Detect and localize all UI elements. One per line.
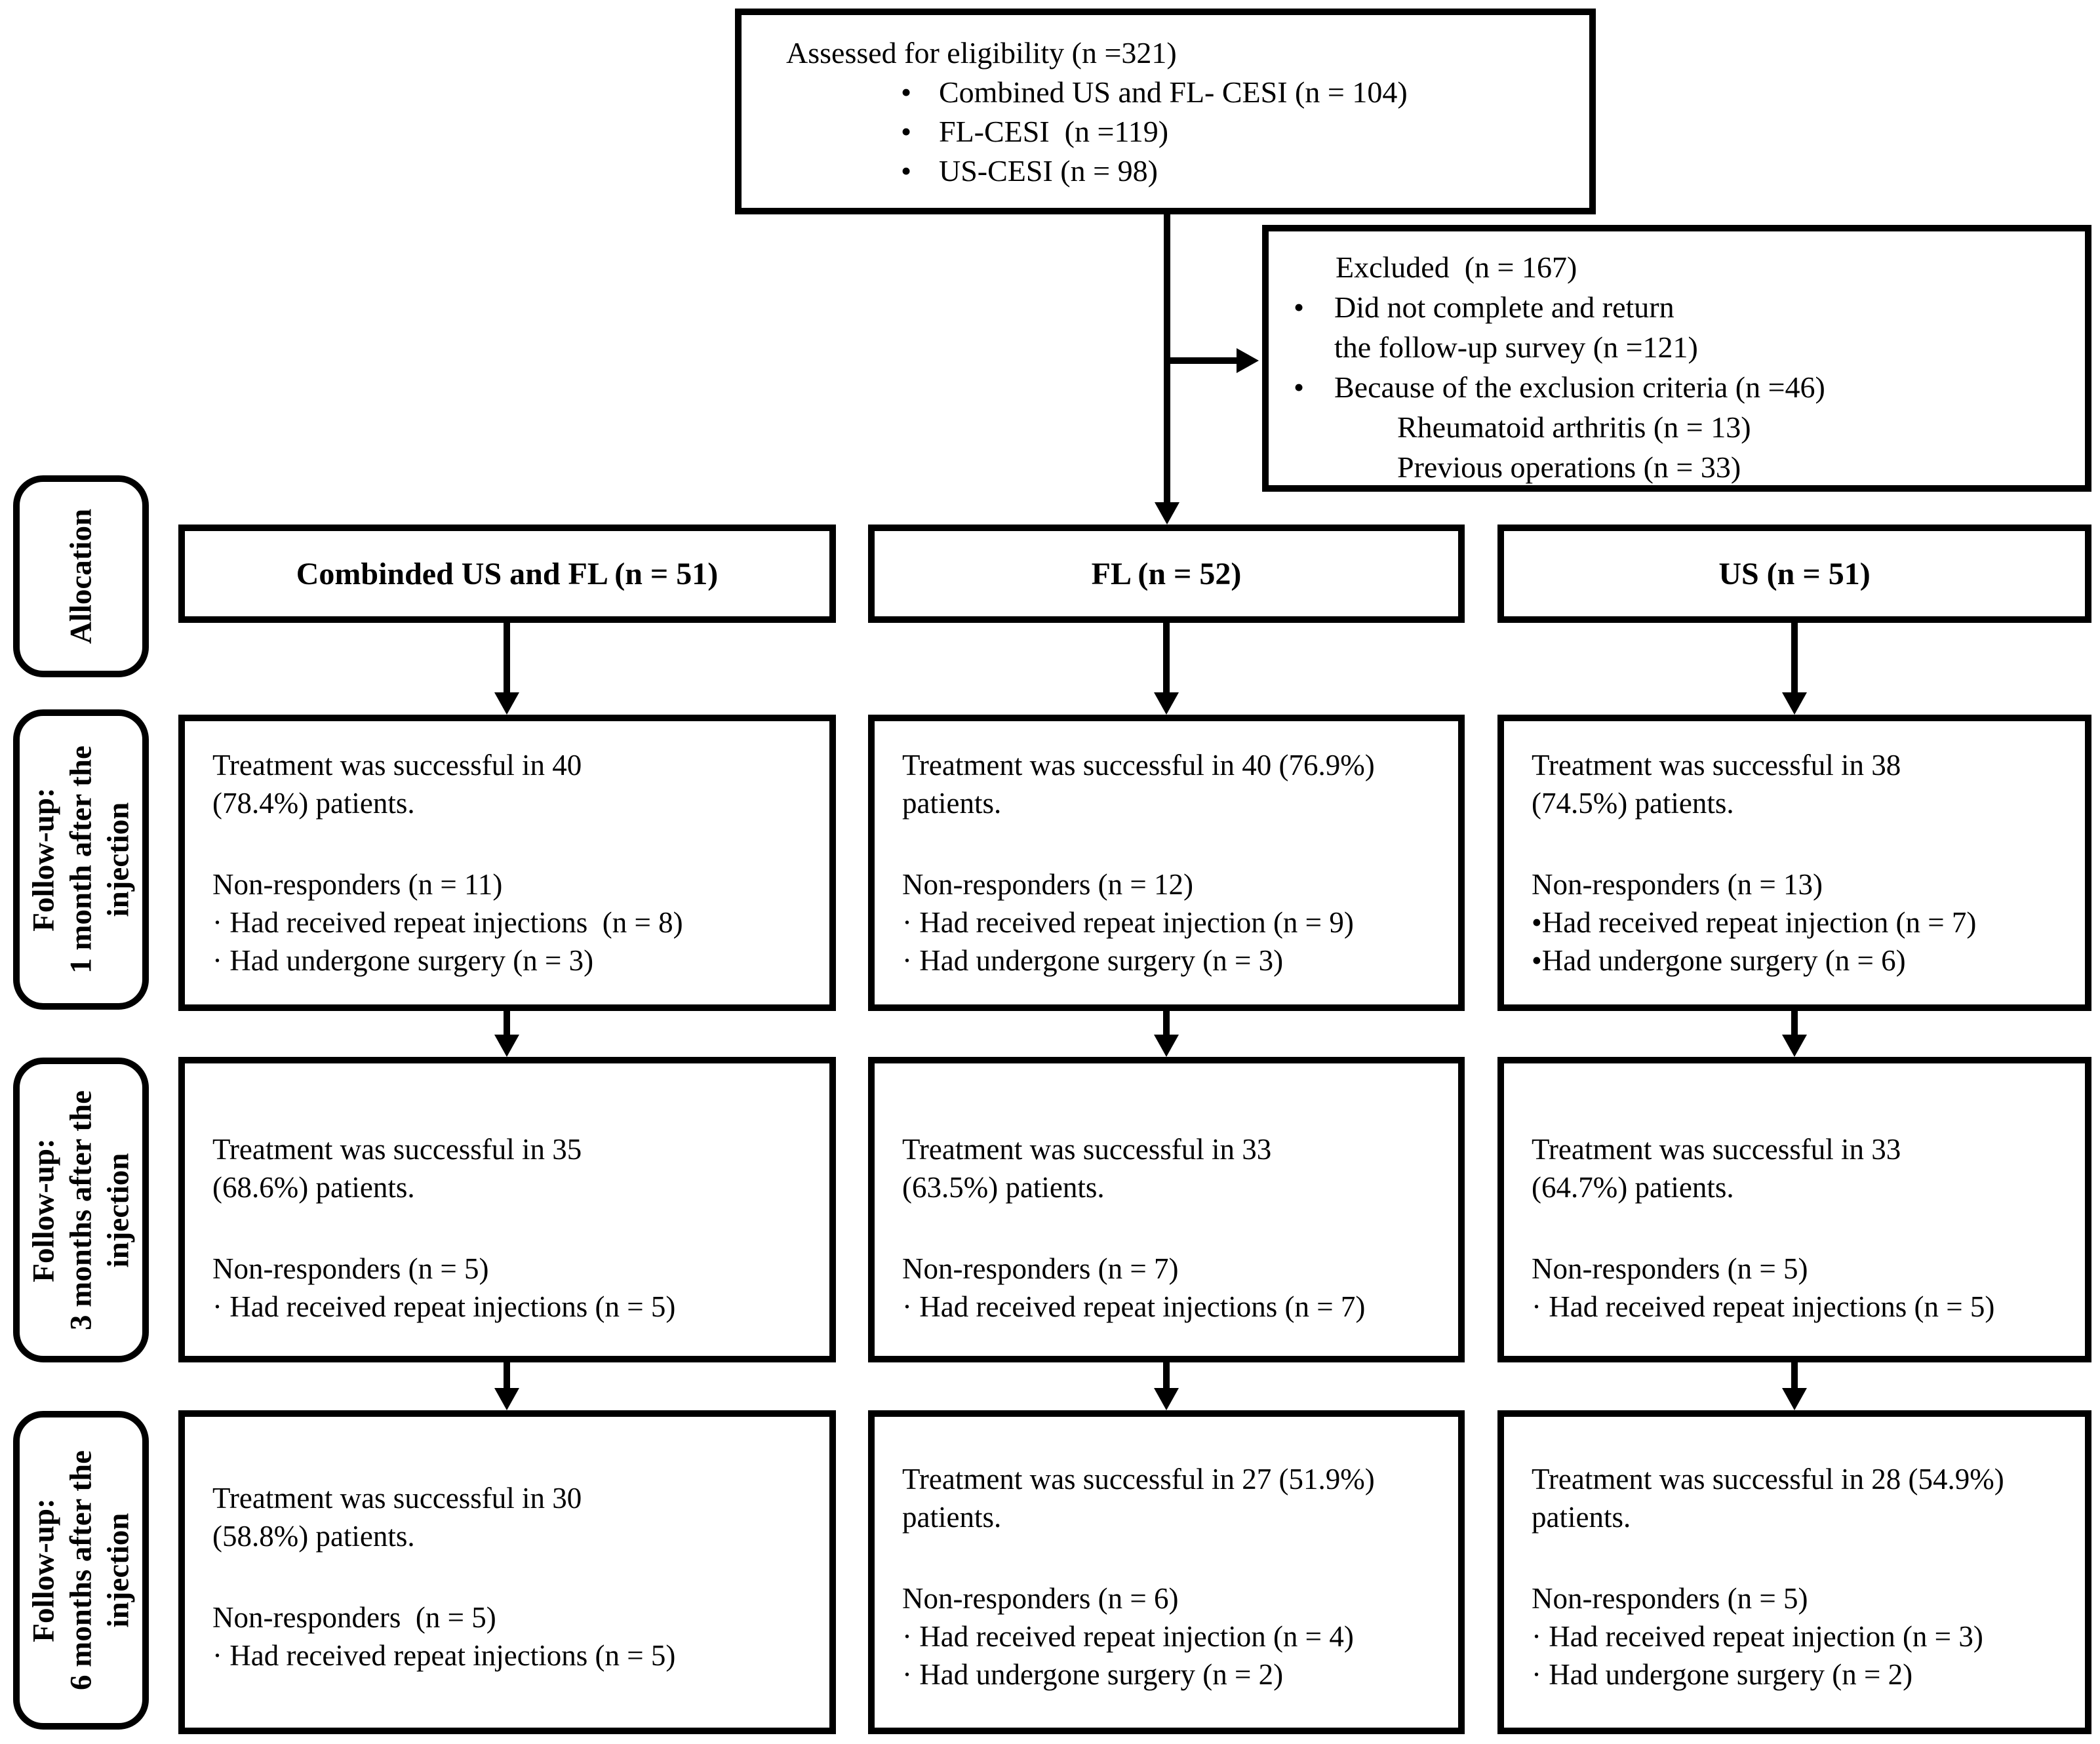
arrow-us-1m-line bbox=[1791, 623, 1798, 692]
arrow-combined-1m-head-icon bbox=[494, 692, 519, 715]
arrow-fl-3m-head-icon bbox=[1154, 1035, 1179, 1057]
allocation-box-us: US (n = 51) bbox=[1497, 525, 2091, 623]
arrow-combined-3m-line bbox=[504, 1011, 510, 1035]
followup-box-3m-combined: Treatment was successful in 35 (68.6%) p… bbox=[178, 1057, 836, 1362]
bullet-icon: • bbox=[1294, 290, 1305, 324]
eligibility-bullet-item: • US-CESI (n = 98) bbox=[786, 151, 1563, 191]
arrow-us-3m-head-icon bbox=[1782, 1035, 1807, 1057]
arrow-fl-6m-head-icon bbox=[1154, 1388, 1179, 1410]
excluded-bullet-item: • Because of the exclusion criteria (n =… bbox=[1294, 367, 2065, 407]
bullet-icon: • bbox=[901, 154, 912, 188]
arrow-combined-6m-head-icon bbox=[494, 1388, 519, 1410]
bullet-icon: • bbox=[901, 75, 912, 109]
arrow-excluded-head-icon bbox=[1237, 348, 1259, 373]
stage-label-followup-6m-text: Follow-up: 6 months after the injection bbox=[26, 1450, 135, 1690]
allocation-box-combined-us-fl: Combinded US and FL (n = 51) bbox=[178, 525, 836, 623]
followup-box-3m-fl: Treatment was successful in 33 (63.5%) p… bbox=[868, 1057, 1465, 1362]
arrow-combined-3m-head-icon bbox=[494, 1035, 519, 1057]
excluded-bullet-text: Did not complete and return the follow-u… bbox=[1334, 290, 1698, 364]
eligibility-bullet-text: FL-CESI (n =119) bbox=[939, 115, 1169, 148]
followup-6m-combined-nonresponders-text: Non-responders (n = 5) · Had received re… bbox=[212, 1601, 676, 1672]
followup-box-1m-us: Treatment was successful in 38 (74.5%) p… bbox=[1497, 715, 2091, 1011]
followup-3m-fl-success-text: Treatment was successful in 33 (63.5%) p… bbox=[902, 1133, 1272, 1204]
excluded-title: Excluded (n = 167) bbox=[1336, 250, 1577, 284]
followup-box-1m-combined: Treatment was successful in 40 (78.4%) p… bbox=[178, 715, 836, 1011]
followup-6m-fl-nonresponders-text: Non-responders (n = 6) · Had received re… bbox=[902, 1582, 1354, 1691]
followup-box-3m-us: Treatment was successful in 33 (64.7%) p… bbox=[1497, 1057, 2091, 1362]
followup-3m-us-success-text: Treatment was successful in 33 (64.7%) p… bbox=[1532, 1133, 1901, 1204]
arrow-excluded-line bbox=[1167, 357, 1237, 364]
arrow-fl-3m-line bbox=[1163, 1011, 1170, 1035]
allocation-box-combined-us-fl-label: Combinded US and FL (n = 51) bbox=[296, 556, 719, 591]
excluded-bullet-item: • Did not complete and return the follow… bbox=[1294, 287, 2065, 367]
excluded-bullet-text: Because of the exclusion criteria (n =46… bbox=[1334, 370, 1825, 404]
arrow-main-head-icon bbox=[1155, 502, 1179, 525]
followup-1m-combined-success-text: Treatment was successful in 40 (78.4%) p… bbox=[212, 749, 582, 820]
eligibility-bullet-text: US-CESI (n = 98) bbox=[939, 154, 1158, 188]
stage-label-allocation-text: Allocation bbox=[64, 508, 98, 644]
followup-6m-combined-success-text: Treatment was successful in 30 (58.8%) p… bbox=[212, 1482, 582, 1553]
allocation-box-us-label: US (n = 51) bbox=[1718, 556, 1871, 591]
arrow-combined-6m-line bbox=[504, 1362, 510, 1388]
followup-1m-fl-success-text: Treatment was successful in 40 (76.9%) p… bbox=[902, 749, 1375, 820]
stage-label-followup-1m: Follow-up: 1 month after the injection bbox=[13, 709, 149, 1010]
arrow-us-6m-head-icon bbox=[1782, 1388, 1807, 1410]
followup-1m-combined-nonresponders-text: Non-responders (n = 11) · Had received r… bbox=[212, 868, 683, 977]
stage-label-allocation: Allocation bbox=[13, 475, 149, 677]
followup-3m-combined-nonresponders-text: Non-responders (n = 5) · Had received re… bbox=[212, 1252, 676, 1323]
arrow-combined-1m-line bbox=[504, 623, 510, 692]
bullet-icon: • bbox=[901, 115, 912, 148]
followup-1m-us-success-text: Treatment was successful in 38 (74.5%) p… bbox=[1532, 749, 1901, 820]
eligibility-box: Assessed for eligibility (n =321) • Comb… bbox=[735, 9, 1596, 214]
allocation-box-fl: FL (n = 52) bbox=[868, 525, 1465, 623]
arrow-us-1m-head-icon bbox=[1782, 692, 1807, 715]
followup-6m-us-nonresponders-text: Non-responders (n = 5) · Had received re… bbox=[1532, 1582, 1983, 1691]
followup-3m-combined-success-text: Treatment was successful in 35 (68.6%) p… bbox=[212, 1133, 582, 1204]
followup-3m-us-nonresponders-text: Non-responders (n = 5) · Had received re… bbox=[1532, 1252, 1995, 1323]
bullet-icon: • bbox=[1294, 370, 1305, 404]
excluded-box: Excluded (n = 167) • Did not complete an… bbox=[1262, 225, 2091, 492]
followup-3m-fl-nonresponders-text: Non-responders (n = 7) · Had received re… bbox=[902, 1252, 1366, 1323]
allocation-box-fl-label: FL (n = 52) bbox=[1091, 556, 1242, 591]
followup-1m-fl-nonresponders-text: Non-responders (n = 12) · Had received r… bbox=[902, 868, 1354, 977]
followup-1m-us-nonresponders-text: Non-responders (n = 13) •Had received re… bbox=[1532, 868, 1977, 977]
stage-label-followup-1m-text: Follow-up: 1 month after the injection bbox=[26, 745, 135, 974]
arrow-fl-1m-line bbox=[1163, 623, 1170, 692]
stage-label-followup-6m: Follow-up: 6 months after the injection bbox=[13, 1411, 149, 1730]
eligibility-bullet-text: Combined US and FL- CESI (n = 104) bbox=[939, 75, 1408, 109]
stage-label-followup-3m-text: Follow-up: 3 months after the injection bbox=[26, 1090, 135, 1330]
eligibility-bullet-item: • Combined US and FL- CESI (n = 104) bbox=[786, 73, 1563, 112]
arrow-us-6m-line bbox=[1791, 1362, 1798, 1388]
eligibility-title: Assessed for eligibility (n =321) bbox=[786, 36, 1177, 69]
arrow-fl-1m-head-icon bbox=[1154, 692, 1179, 715]
stage-label-followup-3m: Follow-up: 3 months after the injection bbox=[13, 1058, 149, 1362]
followup-box-6m-combined: Treatment was successful in 30 (58.8%) p… bbox=[178, 1410, 836, 1734]
followup-box-6m-fl: Treatment was successful in 27 (51.9%) p… bbox=[868, 1410, 1465, 1734]
excluded-sub-item: Rheumatoid arthritis (n = 13) bbox=[1397, 410, 1751, 444]
arrow-fl-6m-line bbox=[1163, 1362, 1170, 1388]
followup-6m-fl-success-text: Treatment was successful in 27 (51.9%) p… bbox=[902, 1463, 1375, 1534]
eligibility-bullet-item: • FL-CESI (n =119) bbox=[786, 112, 1563, 151]
arrow-us-3m-line bbox=[1791, 1011, 1798, 1035]
excluded-sub-item: Previous operations (n = 33) bbox=[1397, 450, 1741, 484]
followup-box-1m-fl: Treatment was successful in 40 (76.9%) p… bbox=[868, 715, 1465, 1011]
followup-box-6m-us: Treatment was successful in 28 (54.9%) p… bbox=[1497, 1410, 2091, 1734]
followup-6m-us-success-text: Treatment was successful in 28 (54.9%) p… bbox=[1532, 1463, 2004, 1534]
